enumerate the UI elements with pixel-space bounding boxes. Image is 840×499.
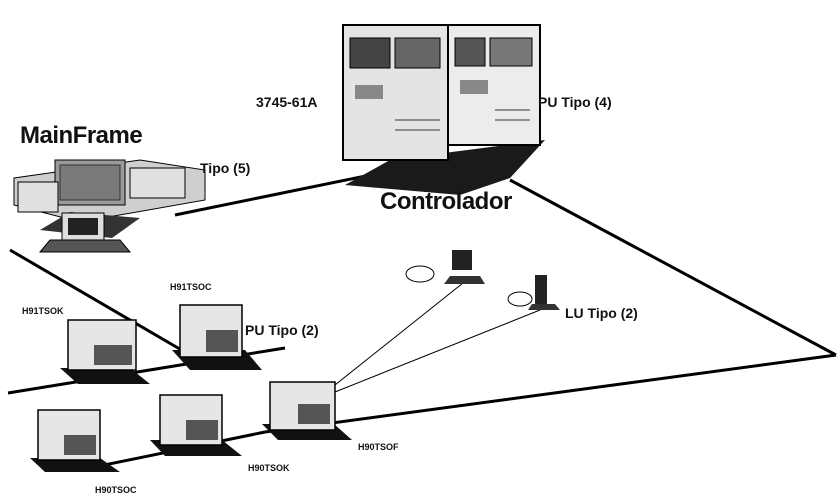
link-cluster-terminal-2 xyxy=(335,310,540,392)
label-pu-tipo-2: PU Tipo (2) xyxy=(245,322,319,338)
link-cluster-terminal-1 xyxy=(335,283,463,385)
cluster-controller-h90tsok xyxy=(150,395,242,456)
label-tipo5: Tipo (5) xyxy=(200,160,250,176)
terminal-icon-1 xyxy=(406,250,485,284)
label-h90tsoc: H90TSOC xyxy=(95,485,137,495)
terminal-icon-2 xyxy=(508,275,560,310)
link-mainframe-controller xyxy=(175,172,385,215)
label-h91tsok: H91TSOK xyxy=(22,306,64,316)
label-mainframe: MainFrame xyxy=(20,122,142,150)
mainframe-icon xyxy=(14,160,205,252)
controller-icon xyxy=(343,25,545,195)
label-model-3745: 3745-61A xyxy=(256,94,318,110)
cluster-controller-h90tsoc xyxy=(30,410,120,472)
label-h90tsok: H90TSOK xyxy=(248,463,290,473)
link-bottom-right xyxy=(265,355,836,432)
label-controlador: Controlador xyxy=(380,188,512,216)
label-h91tsoc: H91TSOC xyxy=(170,282,212,292)
label-pu-tipo-4: PU Tipo (4) xyxy=(538,94,612,110)
label-lu-tipo-2: LU Tipo (2) xyxy=(565,305,638,321)
label-h90tsof: H90TSOF xyxy=(358,442,399,452)
link-controller-right xyxy=(510,180,836,355)
cluster-controller-h91tsok xyxy=(60,320,150,384)
